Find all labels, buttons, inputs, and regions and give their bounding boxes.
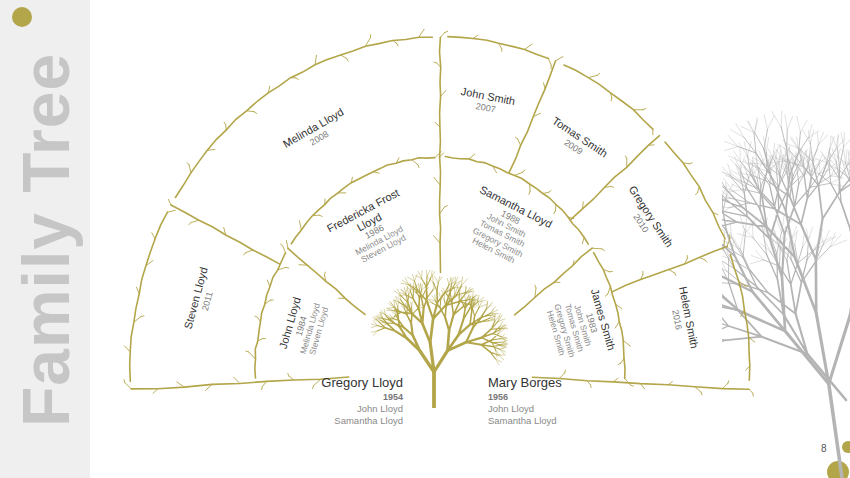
twig (739, 282, 755, 370)
tree-branch (377, 276, 501, 359)
twig (434, 153, 448, 243)
sketch-tree (722, 111, 850, 478)
branch-line (448, 37, 549, 59)
family-member: James Smith1983John SmithTomas SmithGreg… (542, 285, 619, 367)
tree-branch (739, 257, 850, 400)
family-member: John Smith2007 (456, 84, 519, 118)
branch-line (440, 157, 441, 273)
ancestor-detail: 1956 (488, 392, 508, 402)
twig (168, 199, 252, 255)
twig (641, 235, 730, 280)
ancestor-detail: John Lloyd (357, 403, 403, 414)
ancestor-detail: Samantha Lloyd (488, 415, 557, 426)
tree-branch (722, 111, 850, 374)
family-member: Steven Lloyd2011 (181, 264, 221, 336)
branch-line (612, 246, 728, 292)
twig (187, 29, 424, 173)
gold-dot (12, 7, 32, 27)
tree-branch (829, 384, 842, 478)
branch-line (564, 65, 653, 129)
twig (434, 31, 448, 127)
family-member: Samantha Lloyd1988John SmithTomas SmithG… (453, 182, 555, 274)
family-member: Helem Smith2016 (666, 283, 701, 353)
family-member: John Lloyd1984Melinda LloydSteven Lloyd (275, 293, 331, 360)
branch-line (175, 37, 432, 197)
twig (588, 73, 653, 135)
branch-line (130, 212, 168, 381)
gold-dot (827, 461, 849, 478)
branch-outline (124, 29, 755, 396)
branch-line (255, 253, 286, 378)
branch-line (730, 255, 749, 381)
branch-line (509, 61, 556, 173)
tree-branch (407, 319, 466, 351)
ancestor-name: Mary Borges (488, 375, 562, 390)
gold-dot (842, 441, 850, 453)
ancestor-name: Gregory Lloyd (321, 375, 403, 390)
twig (124, 373, 321, 393)
twig (125, 210, 176, 352)
family-member: Gregory Smith2010 (617, 182, 678, 257)
ancestor-detail: John Lloyd (488, 403, 534, 414)
twig (515, 57, 563, 146)
ancestor-detail: 1954 (383, 392, 403, 402)
tree-branch (420, 343, 447, 372)
family-member: Melinda Lloyd2008 (279, 105, 353, 161)
branch-line (532, 377, 749, 389)
tree-branch (371, 270, 508, 365)
twig (559, 370, 753, 396)
branch-line (665, 142, 725, 239)
page-number: 8 (821, 443, 827, 454)
ancestor-detail: Samantha Lloyd (334, 415, 403, 426)
tree-branch (432, 372, 436, 408)
branch-line (440, 37, 441, 157)
twig (473, 35, 551, 68)
family-member: Tomas Smith2009 (542, 113, 611, 170)
slide-title: Family Tree (8, 53, 84, 427)
twig (683, 163, 725, 246)
twig (286, 240, 345, 298)
